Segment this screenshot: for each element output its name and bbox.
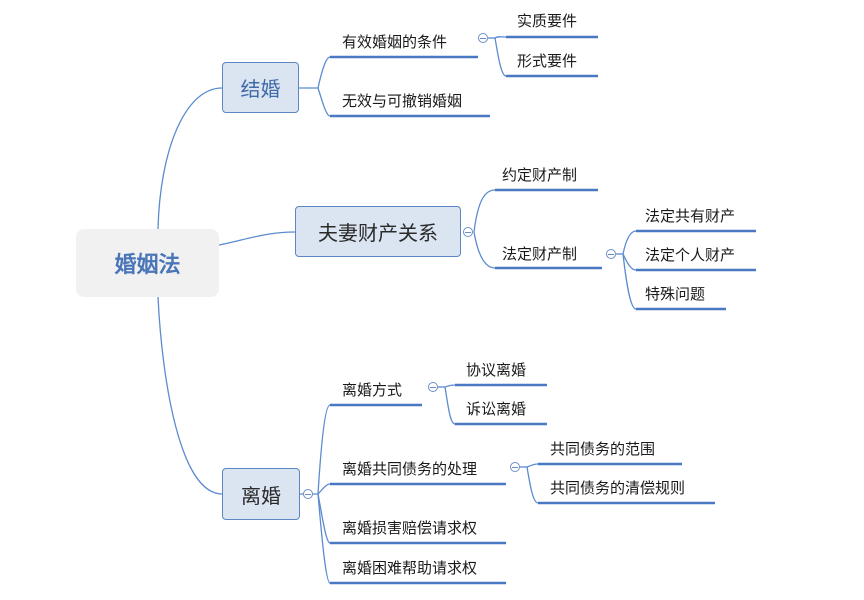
collapse-icon[interactable] — [606, 249, 616, 259]
node-joint-debt-repayment-rules[interactable]: 共同债务的清偿规则 — [550, 479, 686, 497]
node-formal-requirements[interactable]: 形式要件 — [517, 52, 578, 70]
node-divorce[interactable]: 离婚 — [222, 468, 300, 520]
node-divorce-hardship-assistance[interactable]: 离婚困难帮助请求权 — [342, 559, 478, 577]
node-substantive-requirements[interactable]: 实质要件 — [517, 12, 578, 30]
collapse-icon[interactable] — [303, 489, 313, 499]
node-agreed-property-system[interactable]: 约定财产制 — [502, 166, 578, 184]
collapse-icon[interactable] — [510, 462, 520, 472]
collapse-icon[interactable] — [463, 227, 473, 237]
node-divorce-damages-claim[interactable]: 离婚损害赔偿请求权 — [342, 519, 478, 537]
collapse-icon[interactable] — [428, 382, 438, 392]
node-marriage[interactable]: 结婚 — [222, 62, 299, 113]
node-valid-marriage-conditions[interactable]: 有效婚姻的条件 — [342, 33, 448, 51]
root-node[interactable]: 婚姻法 — [76, 229, 219, 297]
node-joint-debt-scope[interactable]: 共同债务的范围 — [550, 440, 656, 458]
node-joint-debt-handling[interactable]: 离婚共同债务的处理 — [342, 460, 478, 478]
node-marital-property[interactable]: 夫妻财产关系 — [295, 206, 461, 257]
node-agreement-divorce[interactable]: 协议离婚 — [466, 361, 527, 379]
node-divorce-methods[interactable]: 离婚方式 — [342, 381, 403, 399]
node-void-voidable-marriage[interactable]: 无效与可撤销婚姻 — [342, 92, 463, 110]
node-special-issues[interactable]: 特殊问题 — [645, 285, 706, 303]
collapse-icon[interactable] — [478, 33, 488, 43]
node-statutory-joint-property[interactable]: 法定共有财产 — [645, 207, 736, 225]
node-statutory-property-system[interactable]: 法定财产制 — [502, 245, 578, 263]
node-statutory-personal-property[interactable]: 法定个人财产 — [645, 246, 736, 264]
node-litigation-divorce[interactable]: 诉讼离婚 — [466, 400, 527, 418]
